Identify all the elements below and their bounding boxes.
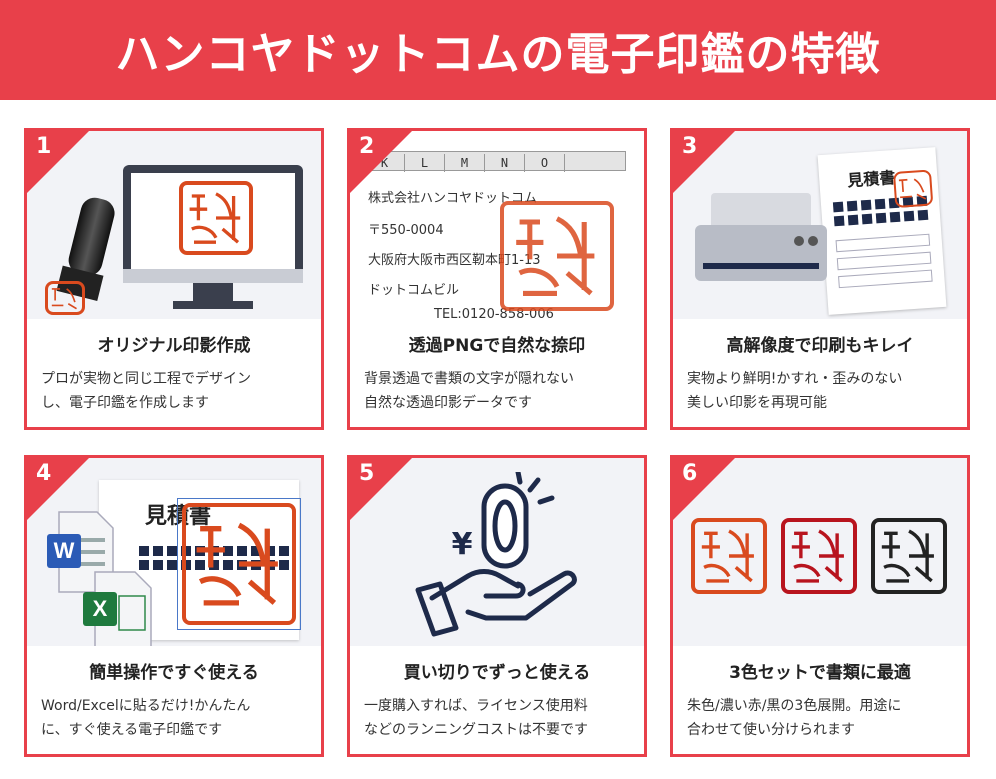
feature-number: 2 xyxy=(359,134,375,159)
corner-ribbon xyxy=(673,131,735,193)
corner-ribbon xyxy=(350,458,412,520)
hand-coin-icon: ¥ xyxy=(415,472,577,637)
feature-description: 実物より鮮明!かすれ・歪みのない美しい印影を再現可能 xyxy=(687,371,903,411)
feature-number: 1 xyxy=(36,134,52,159)
page-title: ハンコヤドットコムの電子印鑑の特徴 xyxy=(115,29,881,80)
seal-dark-red-icon xyxy=(781,518,857,594)
feature-card-6: 6 3色セットで書類に最適 朱色/濃い赤/黒の3色展開。用途に合わせて使い分けら… xyxy=(670,455,970,757)
feature-title: オリジナル印影作成 xyxy=(97,336,251,356)
doc-building: ドットコムビル xyxy=(368,283,460,298)
feature-title: 3色セットで書類に最適 xyxy=(729,663,911,683)
feature-description: 朱色/濃い赤/黒の3色展開。用途に合わせて使い分けられます xyxy=(687,698,902,738)
transparent-seal-icon xyxy=(500,201,614,311)
header-banner: ハンコヤドットコムの電子印鑑の特徴 xyxy=(0,0,996,100)
seal-vermilion-icon xyxy=(691,518,767,594)
card-illustration: 見積書 xyxy=(673,131,967,319)
feature-number: 6 xyxy=(682,461,698,486)
card-illustration xyxy=(27,131,321,319)
doc-postal: 〒550-0004 xyxy=(368,223,444,238)
svg-text:W: W xyxy=(54,538,75,563)
svg-text:X: X xyxy=(93,596,108,621)
seal-impression-icon xyxy=(182,503,296,625)
document-dots xyxy=(139,546,289,570)
feature-card-4: 見積書 W X 4 簡 xyxy=(24,455,324,757)
seal-black-icon xyxy=(871,518,947,594)
corner-ribbon xyxy=(27,131,89,193)
seal-impression-icon xyxy=(179,181,253,255)
feature-card-3: 見積書 3 高解像度で印刷もキレイ 実物より鮮明!かすれ・歪みのない美しい印影を… xyxy=(670,128,970,430)
feature-number: 3 xyxy=(682,134,698,159)
feature-title: 高解像度で印刷もキレイ xyxy=(726,336,914,356)
seal-impression-icon xyxy=(892,169,934,209)
estimate-document-icon: 見積書 xyxy=(817,147,947,315)
feature-number: 5 xyxy=(359,461,375,486)
feature-card-1: 1 オリジナル印影作成 プロが実物と同じ工程でデザインし、電子印鑑を作成します xyxy=(24,128,324,430)
document-title: 見積書 xyxy=(846,167,896,191)
doc-address: 大阪府大阪市西区靭本町1-13 xyxy=(368,253,541,268)
corner-ribbon xyxy=(673,458,735,520)
document-title: 見積書 xyxy=(145,504,212,529)
feature-title: 透過PNGで自然な捺印 xyxy=(408,336,586,356)
corner-ribbon xyxy=(350,131,412,193)
feature-description: プロが実物と同じ工程でデザインし、電子印鑑を作成します xyxy=(41,371,251,411)
feature-title: 簡単操作ですぐ使える xyxy=(89,663,259,683)
feature-description: 背景透過で書類の文字が隠れない自然な透過印影データです xyxy=(364,371,574,411)
feature-number: 4 xyxy=(36,461,52,486)
feature-title: 買い切りでずっと使える xyxy=(403,663,591,683)
selection-box[interactable] xyxy=(177,498,301,630)
feature-card-5: ¥ 5 買い切りでずっと使える 一度購入すれば、ライセンス使用料などのランニング… xyxy=(347,455,647,757)
corner-ribbon xyxy=(27,458,89,520)
seal-impression-small xyxy=(45,281,85,315)
printer-icon xyxy=(695,193,827,281)
doc-company: 株式会社ハンコヤドットコム xyxy=(368,191,538,206)
feature-description: Word/Excelに貼るだけ!かんたんに、すぐ使える電子印鑑です xyxy=(41,698,251,738)
monitor-icon xyxy=(123,165,303,309)
excel-file-icon: X xyxy=(83,571,152,646)
svg-text:¥: ¥ xyxy=(452,527,473,562)
feature-description: 一度購入すれば、ライセンス使用料などのランニングコストは不要です xyxy=(364,698,588,738)
